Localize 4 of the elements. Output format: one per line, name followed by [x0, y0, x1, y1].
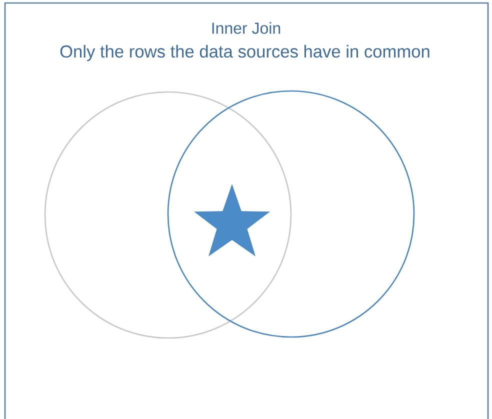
title: Inner Join	[212, 22, 280, 34]
circle-outline	[167, 90, 415, 338]
subtitle: Only the rows the data sources have in common	[60, 44, 430, 62]
circle-outline	[44, 91, 292, 339]
